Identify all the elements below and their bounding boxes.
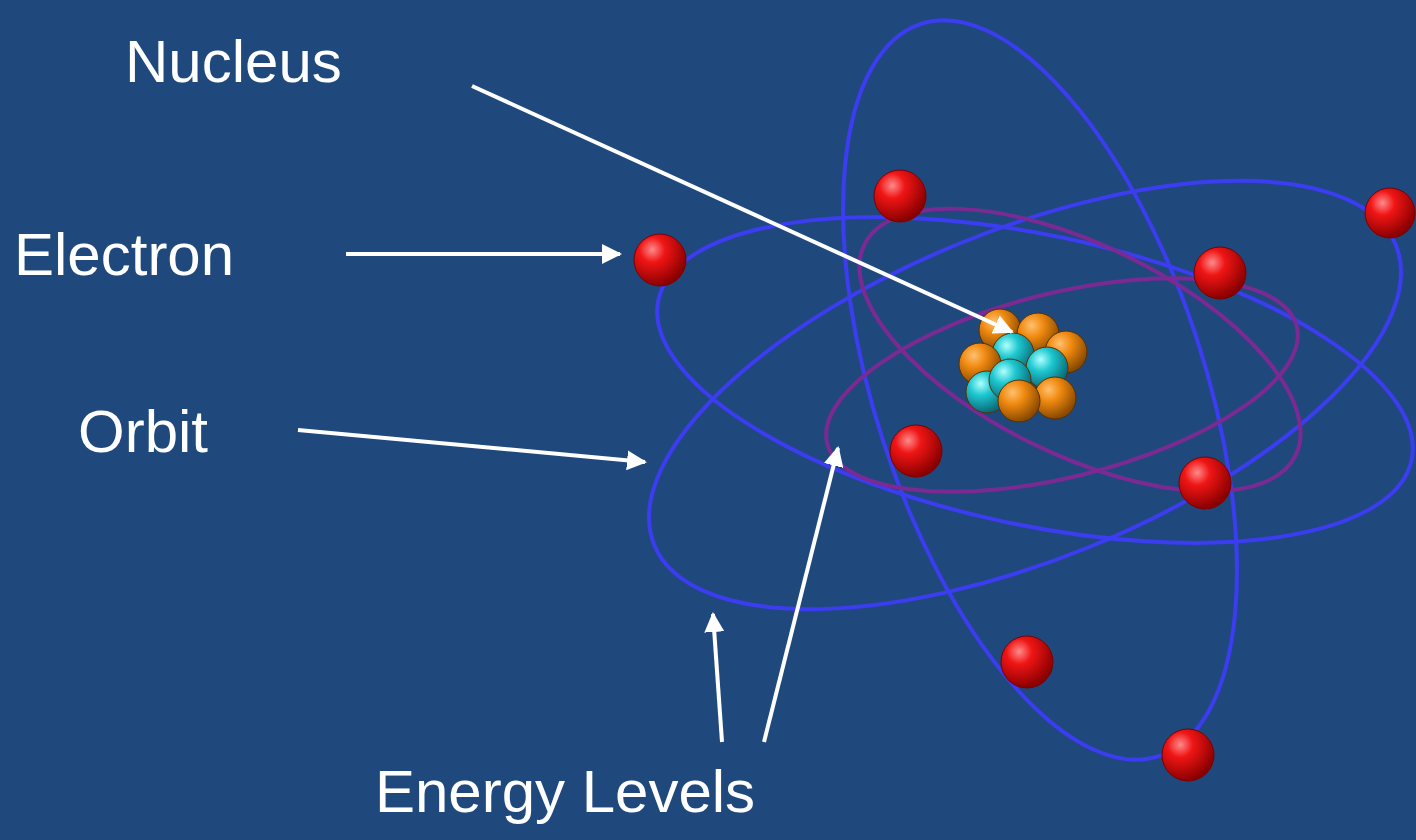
leader-line	[346, 252, 620, 256]
orbit-ring	[628, 158, 1416, 602]
part-label: Orbit	[78, 402, 208, 462]
nucleus	[959, 309, 1087, 422]
leader-line	[298, 430, 645, 462]
inner-orbit-ring	[818, 150, 1341, 549]
leader-line	[764, 448, 838, 742]
orbit-ring	[764, 0, 1316, 807]
leader-line	[472, 86, 1012, 332]
electron	[1194, 247, 1246, 299]
inner-orbit-ring	[805, 237, 1319, 533]
electron	[890, 425, 942, 477]
leader-lines	[298, 86, 1012, 742]
electron	[1365, 188, 1415, 238]
orbits	[592, 0, 1416, 807]
part-label: Nucleus	[125, 32, 342, 92]
electron	[1001, 636, 1053, 688]
orbit-ring	[592, 92, 1416, 698]
electrons	[634, 170, 1415, 781]
part-label: Energy Levels	[375, 762, 755, 822]
electron	[1162, 729, 1214, 781]
electron	[874, 170, 926, 222]
neutron	[998, 380, 1040, 422]
part-label: Electron	[14, 225, 234, 285]
electron	[1179, 457, 1231, 509]
electron	[634, 234, 686, 286]
leader-line	[713, 614, 722, 742]
neutron	[1034, 377, 1076, 419]
